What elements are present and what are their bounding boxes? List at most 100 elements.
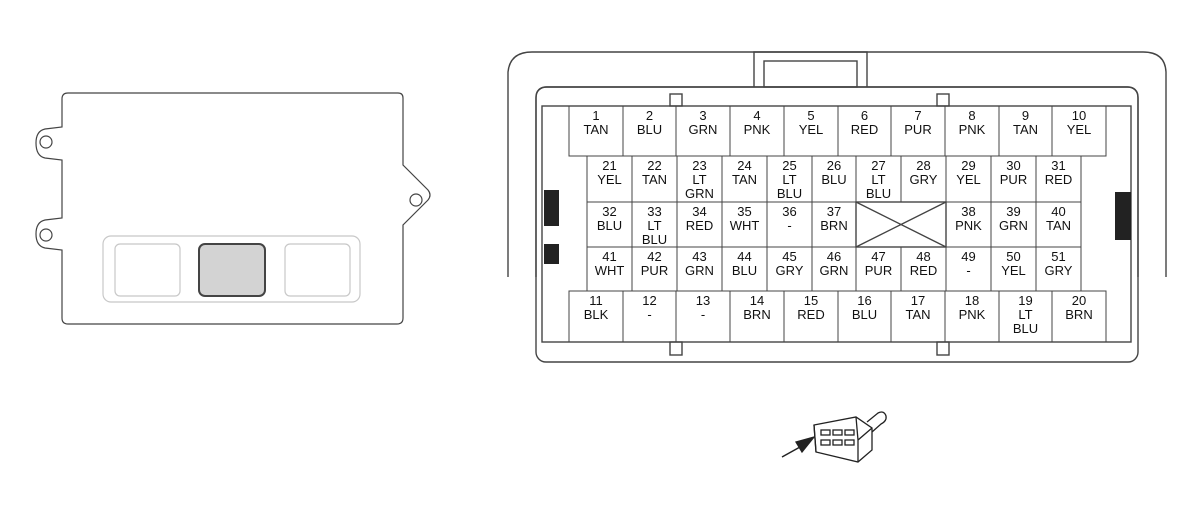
pin-number: 40 xyxy=(1051,204,1065,219)
wire-color: TAN xyxy=(642,172,667,187)
wire-color: BRN xyxy=(743,307,770,322)
highlighted-connector-icon xyxy=(198,243,266,297)
pin-number: 16 xyxy=(857,293,871,308)
pin-number: 37 xyxy=(827,204,841,219)
pin-number: 32 xyxy=(602,204,616,219)
wire-color: RED xyxy=(851,122,878,137)
pin-number: 39 xyxy=(1006,204,1020,219)
wire-color: LT xyxy=(1018,307,1032,322)
wire-color: PNK xyxy=(959,307,986,322)
wire-color: GRN xyxy=(999,218,1028,233)
wire-color: RED xyxy=(910,263,937,278)
wire-color: BLU xyxy=(637,122,662,137)
wire-color: PUR xyxy=(641,263,668,278)
connector-body xyxy=(535,86,1139,363)
pin-number: 20 xyxy=(1072,293,1086,308)
wire-color: GRY xyxy=(910,172,938,187)
wire-color: LT xyxy=(871,172,885,187)
pin-number: 19 xyxy=(1018,293,1032,308)
pin-number: 6 xyxy=(861,108,868,123)
pin-number: 41 xyxy=(602,249,616,264)
wire-color: TAN xyxy=(732,172,757,187)
pin-number: 51 xyxy=(1051,249,1065,264)
pin-number: 29 xyxy=(961,158,975,173)
pin-number: 38 xyxy=(961,204,975,219)
pin-number: 7 xyxy=(914,108,921,123)
connector-pins: 1TAN2BLU3GRN4PNK5YEL6RED7PUR8PNK9TAN10YE… xyxy=(568,105,1107,343)
wire-color: RED xyxy=(686,218,713,233)
pin-number: 50 xyxy=(1006,249,1020,264)
pin-cavity xyxy=(1051,290,1107,343)
pin-number: 36 xyxy=(782,204,796,219)
wire-color: GRY xyxy=(776,263,804,278)
connector-c-outline xyxy=(284,243,351,297)
wire-color: BLU xyxy=(852,307,877,322)
pin-number: 28 xyxy=(916,158,930,173)
pin-number: 42 xyxy=(647,249,661,264)
wire-color: BRN xyxy=(1065,307,1092,322)
key-slot-bottom-right xyxy=(936,341,950,356)
pin-number: 24 xyxy=(737,158,751,173)
pin-number: 47 xyxy=(871,249,885,264)
blocked-cavity xyxy=(855,201,947,248)
pin-number: 34 xyxy=(692,204,706,219)
wire-color: - xyxy=(787,218,791,233)
wire-color: BLU xyxy=(777,186,802,201)
wire-color: BLU xyxy=(1013,321,1038,336)
pin-number: 1 xyxy=(592,108,599,123)
wire-color: GRN xyxy=(685,263,714,278)
pin-number: 12 xyxy=(642,293,656,308)
wire-color: YEL xyxy=(799,122,824,137)
wire-color: LT xyxy=(782,172,796,187)
pin-number: 2 xyxy=(646,108,653,123)
wire-color: LT xyxy=(647,218,661,233)
wire-color: YEL xyxy=(1067,122,1092,137)
harness-connector-arrow-icon xyxy=(781,411,887,463)
pin-number: 15 xyxy=(804,293,818,308)
pin-number: 8 xyxy=(968,108,975,123)
connector-latch-tab xyxy=(753,51,868,87)
pin-number: 45 xyxy=(782,249,796,264)
wire-color: GRN xyxy=(820,263,849,278)
side-latch-right xyxy=(1115,192,1131,240)
pin-number: 21 xyxy=(602,158,616,173)
pin-number: 35 xyxy=(737,204,751,219)
pin-number: 26 xyxy=(827,158,841,173)
pin-number: 11 xyxy=(589,293,603,308)
wire-color: RED xyxy=(1045,172,1072,187)
wire-color: - xyxy=(966,263,970,278)
pin-number: 48 xyxy=(916,249,930,264)
wire-color: BLK xyxy=(584,307,609,322)
wire-color: RED xyxy=(797,307,824,322)
pin-number: 44 xyxy=(737,249,751,264)
pin-number: 3 xyxy=(699,108,706,123)
wire-color: PNK xyxy=(955,218,982,233)
wire-color: BLU xyxy=(866,186,891,201)
pin-number: 4 xyxy=(753,108,760,123)
wire-color: YEL xyxy=(1001,263,1026,278)
